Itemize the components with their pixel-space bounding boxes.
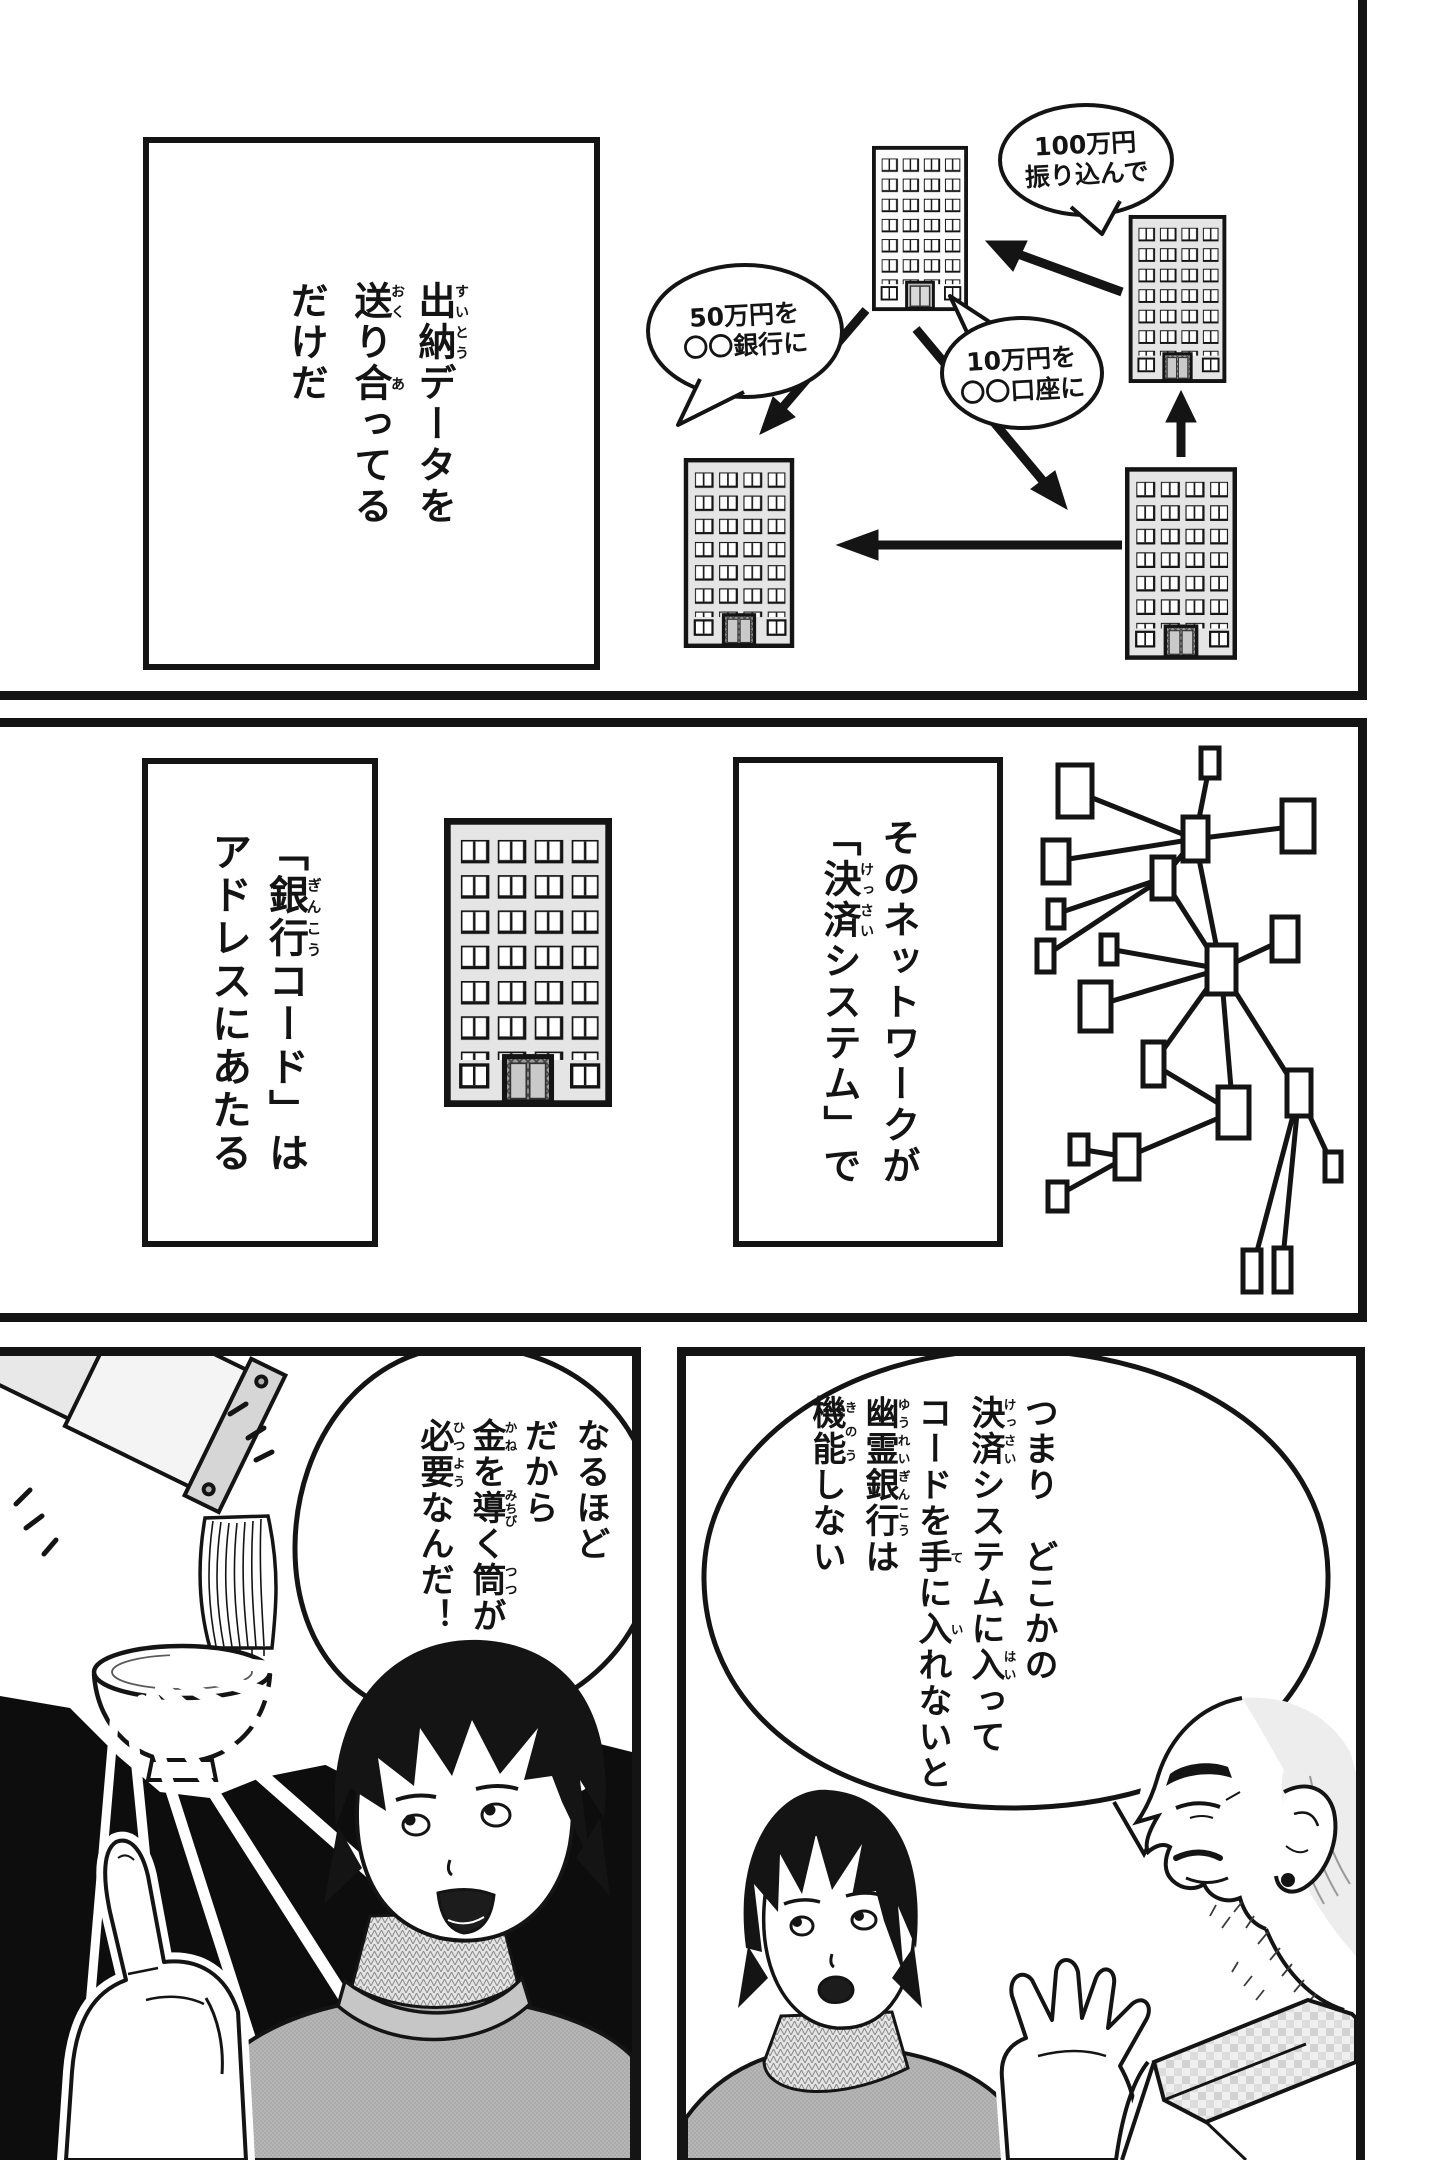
bubble-shape <box>998 103 1174 236</box>
panel-bottom-right-explanation: つまり どこかの決済けっさいシステムに入はいってコードを手てに入いれないと幽霊銀… <box>677 1347 1365 2160</box>
narration-box-suitou-data: 出納すいとうデータを送おくり合あってるだけだ <box>143 137 600 670</box>
bank-building-bottom-right-icon <box>1125 467 1237 660</box>
speech-bubble-10man-yen: 10万円を 〇〇口座に <box>938 288 1106 433</box>
narration-text: 出納すいとうデータを送おくり合あってるだけだ <box>284 280 469 527</box>
stubble-beard <box>1209 1901 1317 2005</box>
bubble-10man-text: 10万円を 〇〇口座に <box>959 342 1086 408</box>
narration-box-bank-code: 「銀行ぎんこうコード」はアドレスにあたる <box>142 758 378 1247</box>
panel-top-banks-exchange-data: 100万円 振り込んで 50万円を 〇〇銀行に 10万円を 〇〇口座に 出納すい… <box>0 0 1367 700</box>
pointing-young-man-illustration <box>202 1639 632 2160</box>
bubble-naruhodo-text: なるほどだから金かねを導みちびく筒つつが必要ひつようなんだ！ <box>414 1418 610 1634</box>
panel3-left-illustration <box>0 1356 632 2160</box>
narration-box-settlement-system: そのネットワークが「決済けっさいシステム」で <box>733 757 1003 1247</box>
panel3-right-illustration <box>686 1356 1356 2160</box>
bank-building-center-icon <box>872 145 968 312</box>
panel-bottom-left-realization: なるほどだから金かねを導みちびく筒つつが必要ひつようなんだ！ <box>0 1347 641 2160</box>
noodle-press-machine-icon <box>0 1356 289 1515</box>
narration-text: 「銀行ぎんこうコード」はアドレスにあたる <box>205 830 322 1175</box>
bubble-shape <box>940 294 1104 430</box>
narration-text: そのネットワークが「決済けっさいシステム」で <box>817 817 920 1187</box>
plaid-collar <box>1151 1997 1356 2125</box>
speech-bubble-50man-yen: 50万円を 〇〇銀行に <box>644 261 846 433</box>
bubble-50man-text: 50万円を 〇〇銀行に <box>682 297 809 364</box>
noodles-icon <box>198 1514 278 1660</box>
bubble-100man-text: 100万円 振り込んで <box>1024 126 1150 193</box>
pointing-hand-icon <box>57 1831 255 2160</box>
old-man-illustration <box>1114 1696 1356 2160</box>
bubble-shape <box>646 263 844 427</box>
bank-building-large-icon <box>443 818 613 1107</box>
sparkle-dashes-icon <box>13 1401 275 1557</box>
speech-bubble-100man-yen: 100万円 振り込んで <box>996 101 1176 241</box>
young-man-illustration <box>686 1789 1027 2160</box>
bank-building-bottom-center-icon <box>683 458 795 648</box>
settlement-network-diagram <box>1034 745 1344 1295</box>
earring-icon <box>1281 1873 1295 1887</box>
old-man-hand-icon <box>994 1953 1156 2160</box>
bubble-tsumari-text: つまり どこかの決済けっさいシステムに入はいってコードを手てに入いれないと幽霊銀… <box>806 1395 1058 1791</box>
